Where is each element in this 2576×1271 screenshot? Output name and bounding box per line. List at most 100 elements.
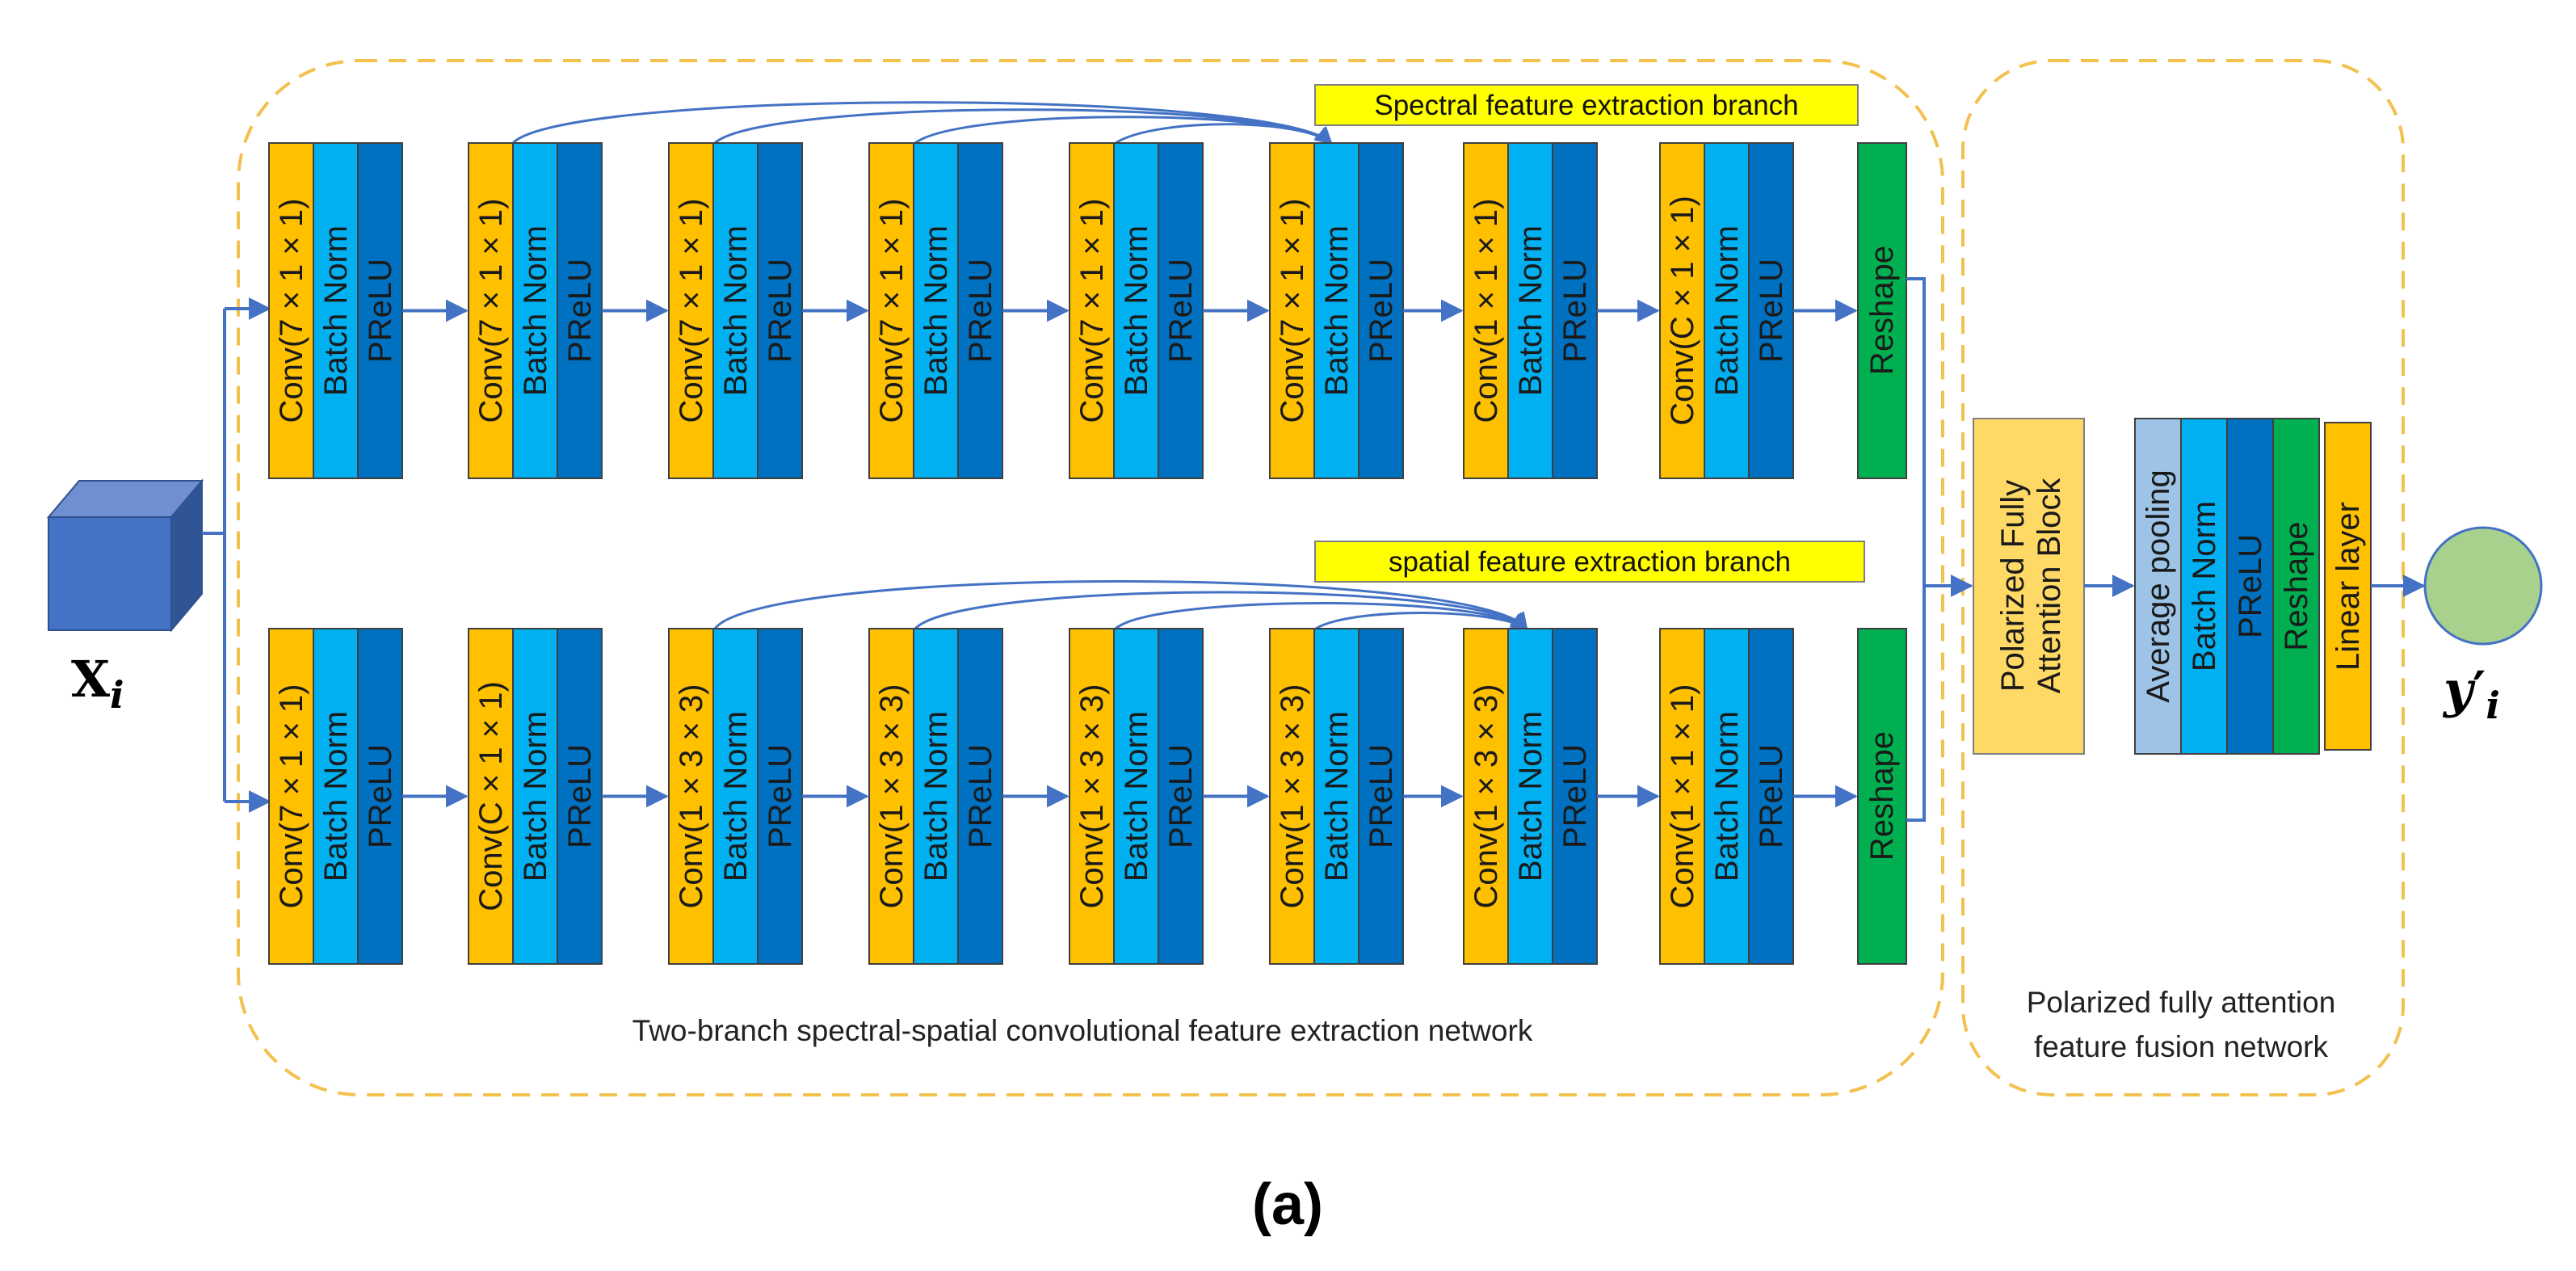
input-cube-icon bbox=[46, 478, 204, 633]
prelu-layer-label: PReLU bbox=[363, 744, 398, 848]
svg-text:Spectral feature extraction br: Spectral feature extraction branch bbox=[1374, 90, 1798, 121]
batch-norm-layer bbox=[712, 628, 759, 965]
conv-layer-label: Conv(1 × 3 × 3) bbox=[874, 684, 910, 909]
spectral-skip-connections bbox=[511, 101, 1333, 145]
batch-norm-layer-label: Batch Norm bbox=[318, 711, 354, 882]
fusion-network-caption-line1: Polarized fully attention bbox=[2027, 986, 2336, 1019]
conv-layer-label: Conv(1 × 3 × 3) bbox=[1275, 684, 1310, 909]
prelu-layer bbox=[1748, 142, 1794, 479]
figure-label: (a) bbox=[1252, 1172, 1323, 1237]
conv-layer-label: Conv(1 × 1 × 1) bbox=[1665, 684, 1700, 909]
extraction-network-region bbox=[237, 59, 1944, 1096]
batch-norm-layer bbox=[512, 142, 558, 479]
batch-norm-layer-label: Batch Norm bbox=[1513, 225, 1549, 396]
spectral-branch-label: Spectral feature extraction branch bbox=[1314, 84, 1859, 126]
conv-layer-label: Conv(7 × 1 × 1) bbox=[1275, 199, 1310, 423]
spectral-block: Conv(C × 1 × 1) Batch Norm PReLU bbox=[1659, 142, 1794, 479]
conv-layer-label: Conv(7 × 1 × 1) bbox=[1074, 199, 1110, 423]
prelu-layer-label: PReLU bbox=[1364, 259, 1399, 363]
linear-layer bbox=[2324, 422, 2372, 751]
batch-norm-layer bbox=[512, 628, 558, 965]
batch-norm-layer bbox=[313, 628, 359, 965]
conv-layer bbox=[668, 142, 714, 479]
conv-layer-label: Conv(1 × 3 × 3) bbox=[674, 684, 709, 909]
prelu-layer-label: PReLU bbox=[562, 744, 598, 848]
prelu-layer bbox=[1552, 142, 1598, 479]
conv-layer bbox=[1463, 628, 1509, 965]
batch-norm-layer-label: Batch Norm bbox=[1709, 225, 1745, 396]
prelu-layer bbox=[1552, 628, 1598, 965]
conv-layer bbox=[868, 628, 914, 965]
prelu-layer bbox=[1158, 628, 1204, 965]
conv-layer-label: Conv(7 × 1 × 1) bbox=[674, 199, 709, 423]
svg-text:spatial feature extraction bra: spatial feature extraction branch bbox=[1389, 546, 1791, 578]
batch-norm-layer-label: Batch Norm bbox=[918, 225, 954, 396]
conv-layer-label: Conv(C × 1 × 1) bbox=[473, 681, 509, 911]
batch-norm-layer bbox=[712, 142, 759, 479]
prelu-layer bbox=[757, 142, 803, 479]
batch-norm-layer-label: Batch Norm bbox=[518, 711, 553, 882]
batch-norm-layer bbox=[1507, 628, 1553, 965]
prelu-layer-label: PReLU bbox=[2233, 534, 2268, 638]
batch-norm-layer-label: Batch Norm bbox=[718, 225, 754, 396]
conv-layer-label: Conv(C × 1 × 1) bbox=[1665, 196, 1700, 426]
spatial-branch-label: spatial feature extraction branch bbox=[1314, 541, 1865, 583]
prelu-layer-label: PReLU bbox=[1557, 744, 1593, 848]
conv-layer-label: Conv(7 × 1 × 1) bbox=[473, 199, 509, 423]
prelu-layer bbox=[1358, 628, 1404, 965]
reshape-layer bbox=[2272, 418, 2320, 755]
conv-layer bbox=[1269, 628, 1315, 965]
batch-norm-layer-label: Batch Norm bbox=[518, 225, 553, 396]
spatial-block: Conv(1 × 1 × 1) Batch Norm PReLU bbox=[1659, 628, 1794, 965]
prelu-layer bbox=[957, 628, 1003, 965]
svg-text:Reshape: Reshape bbox=[1864, 246, 1900, 375]
batch-norm-layer bbox=[1507, 142, 1553, 479]
prelu-layer bbox=[1748, 628, 1794, 965]
prelu-layer-label: PReLU bbox=[562, 259, 598, 363]
batch-norm-layer bbox=[1313, 628, 1359, 965]
input-connector bbox=[202, 297, 271, 813]
batch-norm-layer-label: Batch Norm bbox=[1319, 711, 1355, 882]
prelu-layer bbox=[1158, 142, 1204, 479]
batch-norm-layer bbox=[1704, 628, 1750, 965]
prelu-layer-label: PReLU bbox=[963, 259, 998, 363]
spatial-reshape-block: Reshape bbox=[1857, 628, 1907, 965]
conv-layer-label: Conv(1 × 1 × 1) bbox=[1469, 199, 1504, 423]
output-node-icon bbox=[2423, 526, 2543, 646]
input-symbol: Xi bbox=[71, 650, 124, 717]
conv-layer bbox=[468, 142, 514, 479]
linear-layer-label: Linear layer bbox=[2330, 502, 2366, 671]
prelu-layer-label: PReLU bbox=[1754, 259, 1789, 363]
conv-layer bbox=[1659, 628, 1705, 965]
batch-norm-layer-label: Batch Norm bbox=[1709, 711, 1745, 882]
batch-norm-layer bbox=[1704, 142, 1750, 479]
conv-layer-label: Conv(1 × 3 × 3) bbox=[1469, 684, 1504, 909]
prelu-layer-label: PReLU bbox=[1754, 744, 1789, 848]
prelu-layer-label: PReLU bbox=[763, 744, 798, 848]
batch-norm-layer-label: Batch Norm bbox=[318, 225, 354, 396]
prelu-layer-label: PReLU bbox=[1364, 744, 1399, 848]
prelu-layer-label: PReLU bbox=[363, 259, 398, 363]
conv-layer bbox=[1463, 142, 1509, 479]
prelu-layer-label: PReLU bbox=[963, 744, 998, 848]
svg-text:Polarized Fully: Polarized Fully bbox=[1995, 480, 2031, 692]
svg-text:Attention Block: Attention Block bbox=[2032, 478, 2067, 694]
merge-connector bbox=[1906, 277, 1973, 822]
conv-layer-label: Conv(1 × 3 × 3) bbox=[1074, 684, 1110, 909]
spatial-block: Conv(1 × 3 × 3) Batch Norm PReLU bbox=[1269, 628, 1404, 965]
prelu-layer-label: PReLU bbox=[1163, 259, 1199, 363]
batch-norm-layer-label: Batch Norm bbox=[918, 711, 954, 882]
conv-layer bbox=[668, 628, 714, 965]
